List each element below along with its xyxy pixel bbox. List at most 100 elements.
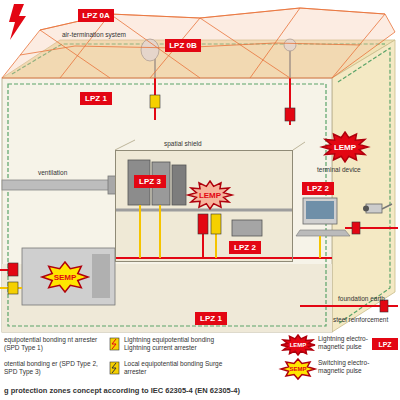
ventilation-duct	[2, 176, 116, 194]
spatial-shield-room	[115, 140, 305, 262]
surge-arrester	[352, 222, 360, 234]
legend-symbol	[110, 338, 119, 374]
zone-tag: LPZ 0B	[165, 39, 201, 52]
burst-shape	[281, 335, 315, 355]
legend-symbol	[112, 363, 116, 373]
surge-arrester	[8, 263, 18, 276]
pulse-burst: LEMP	[188, 181, 232, 209]
lightning-bonding-wire	[115, 257, 332, 259]
surge-arrester	[150, 95, 160, 108]
legend-text: Lightning equipotential bonding Lightnin…	[124, 336, 214, 351]
air-termination-net	[250, 8, 300, 78]
surge-arrester	[8, 282, 18, 294]
pulse-burst: LEMP	[322, 132, 368, 162]
surge-arrester	[198, 214, 208, 234]
surge-arrester	[8, 95, 388, 312]
zone-tag: LPZ 1	[80, 92, 112, 105]
node-text: LPZ 1	[200, 314, 222, 323]
legend-text: Switching electro-magnetic pulse	[318, 359, 369, 374]
terminal-computer	[296, 230, 350, 236]
building	[2, 40, 395, 332]
annotation-label: air-termination system	[62, 31, 152, 39]
annotation-label: steel reinforcement	[333, 316, 400, 324]
node-text: spatial shield	[164, 140, 202, 147]
node-text: LPZ	[378, 341, 391, 348]
legend-item: Local equipotential bonding Surge arrest…	[124, 360, 232, 375]
legend-symbol	[110, 362, 119, 374]
terminal-computer	[296, 198, 350, 236]
camera	[382, 204, 392, 209]
lightning-bonding-wire	[202, 234, 204, 258]
surge-arrester	[211, 214, 221, 234]
node-text: LEMP	[334, 143, 356, 152]
ventilation-duct	[2, 180, 115, 190]
burst-shape	[188, 181, 232, 209]
node-text: SEMP	[289, 366, 306, 372]
burst-shape	[42, 262, 88, 292]
spatial-shield-room	[115, 150, 293, 262]
local-bonding-wire	[159, 205, 161, 258]
lightning-bonding-wire	[0, 78, 398, 306]
spatial-shield-box: spatial shieldLPZ 3LEMPLPZ 2	[115, 150, 293, 262]
semp-device	[22, 248, 115, 305]
air-termination-net	[2, 8, 395, 78]
burst-shape	[322, 132, 368, 162]
annotation-label: terminal device	[317, 166, 389, 174]
pulse-burst: SEMP	[42, 262, 88, 292]
legend-item: Lightning electro-magnetic pulse	[318, 335, 370, 350]
spatial-shield-room	[115, 209, 293, 212]
equipment-cabinet	[128, 160, 262, 236]
zone-tag: LPZ 2	[302, 182, 334, 195]
node-text: LPZ 2	[234, 243, 256, 252]
node-text: LPZ 0B	[169, 41, 197, 50]
air-termination-net	[2, 8, 395, 78]
node-text: LEMP	[199, 191, 221, 200]
lightning-bonding-wire	[0, 269, 8, 271]
node-text: SEMP	[54, 273, 77, 282]
node-text: LPZ 1	[85, 94, 107, 103]
lightning-bolt	[9, 4, 26, 40]
legend-symbol	[110, 338, 119, 350]
surge-arrester	[285, 108, 295, 121]
legend-text: Local equipotential bonding Surge arrest…	[124, 360, 222, 375]
equipment-cabinet	[172, 165, 186, 205]
pulse-burst: LEMP	[281, 335, 315, 355]
burst-shape	[281, 359, 315, 379]
annotation-label: foundation earth	[338, 295, 400, 303]
local-bonding-wire	[319, 236, 321, 258]
legend-text: Lightning electro-magnetic pulse	[318, 335, 368, 350]
air-termination-net	[200, 18, 290, 78]
pulse-burst: SEMP	[281, 359, 315, 379]
node-text: LPZ 0A	[82, 11, 110, 20]
spatial-shield-room	[293, 142, 305, 150]
building	[332, 40, 395, 332]
semp-device	[92, 254, 110, 298]
air-termination-net	[110, 14, 200, 78]
node-text: LEMP	[290, 342, 307, 348]
legend-item: Lightning equipotential bonding Lightnin…	[124, 336, 232, 351]
camera	[363, 206, 369, 212]
semp-device	[22, 248, 115, 305]
terminal-computer	[303, 198, 337, 224]
spatial-shield-room	[115, 140, 135, 150]
terminal-computer	[306, 201, 334, 219]
building	[2, 78, 332, 332]
camera	[363, 204, 392, 213]
zone-tag: LPZ 1	[195, 312, 227, 325]
zone-tag: LPZ	[372, 338, 398, 350]
legend-text: otential bonding er (SPD Type 2, SPD Typ…	[4, 360, 98, 375]
caption: g protection zones concept according to …	[4, 386, 240, 395]
annotation-label: ventilation	[38, 169, 98, 177]
legend-item: otential bonding er (SPD Type 2, SPD Typ…	[4, 360, 104, 375]
air-termination-net	[332, 14, 385, 78]
local-bonding-wire	[215, 234, 217, 258]
node-text: LPZ 2	[307, 184, 329, 193]
legend-item: Switching electro-magnetic pulse	[318, 359, 370, 374]
zone-tag: LPZ 0A	[78, 9, 114, 22]
legend-symbol	[112, 339, 116, 349]
local-bonding-wire	[139, 205, 141, 258]
steel-reinforcement	[338, 48, 390, 324]
lightning-bolt	[9, 4, 26, 40]
